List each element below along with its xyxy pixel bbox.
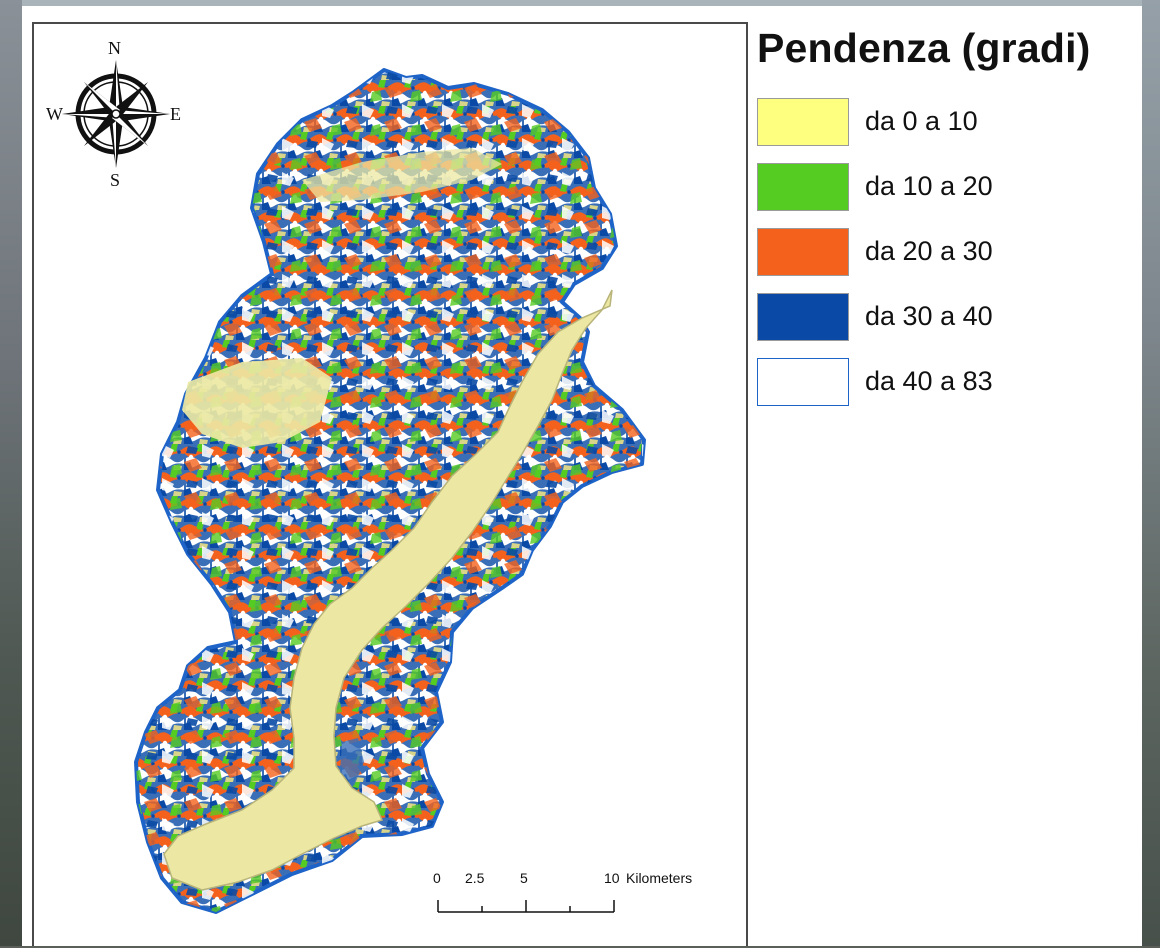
- compass-north-label: N: [108, 38, 121, 58]
- background-landscape-left: [0, 0, 22, 946]
- flat-area-west: [182, 358, 332, 448]
- scale-tick-label: 10: [604, 870, 620, 886]
- legend-item: da 0 a 10: [757, 98, 1117, 148]
- scale-tick-label: 0: [433, 870, 441, 886]
- legend-item: da 40 a 83: [757, 358, 1117, 408]
- legend-label: da 30 a 40: [865, 301, 993, 331]
- background-landscape-right: [1142, 0, 1160, 946]
- legend-swatch: [757, 293, 849, 341]
- scale-bar-graphic: [437, 900, 615, 913]
- scale-bar: 0 2.5 5 10 Kilometers: [428, 870, 738, 930]
- legend-item: da 10 a 20: [757, 163, 1117, 213]
- legend-swatch: [757, 228, 849, 276]
- legend-swatch: [757, 163, 849, 211]
- legend-swatch: [757, 98, 849, 146]
- scale-unit-label: Kilometers: [626, 870, 693, 886]
- scale-tick-label: 5: [520, 870, 528, 886]
- legend-item: da 20 a 30: [757, 228, 1117, 278]
- lake-garda: [163, 289, 613, 891]
- legend-title: Pendenza (gradi): [757, 25, 1091, 71]
- legend-label: da 20 a 30: [865, 236, 993, 266]
- legend-item: da 30 a 40: [757, 293, 1117, 343]
- legend-swatch: [757, 358, 849, 406]
- background-top-strip: [0, 0, 1160, 6]
- scale-tick-label: 2.5: [465, 870, 485, 886]
- slope-map: [134, 68, 646, 914]
- north-arrow: N S W E: [44, 38, 184, 190]
- legend-label: da 0 a 10: [865, 106, 978, 136]
- legend-label: da 10 a 20: [865, 171, 993, 201]
- terrain-texture-overlay: [136, 70, 644, 912]
- compass-west-label: W: [46, 104, 63, 124]
- compass-south-label: S: [110, 170, 121, 190]
- flat-area-north: [302, 148, 502, 202]
- map-frame: [32, 22, 748, 946]
- compass-rose-icon: [62, 60, 170, 168]
- compass-east-label: E: [170, 104, 181, 124]
- legend-label: da 40 a 83: [865, 366, 993, 396]
- lake-island: [340, 738, 364, 786]
